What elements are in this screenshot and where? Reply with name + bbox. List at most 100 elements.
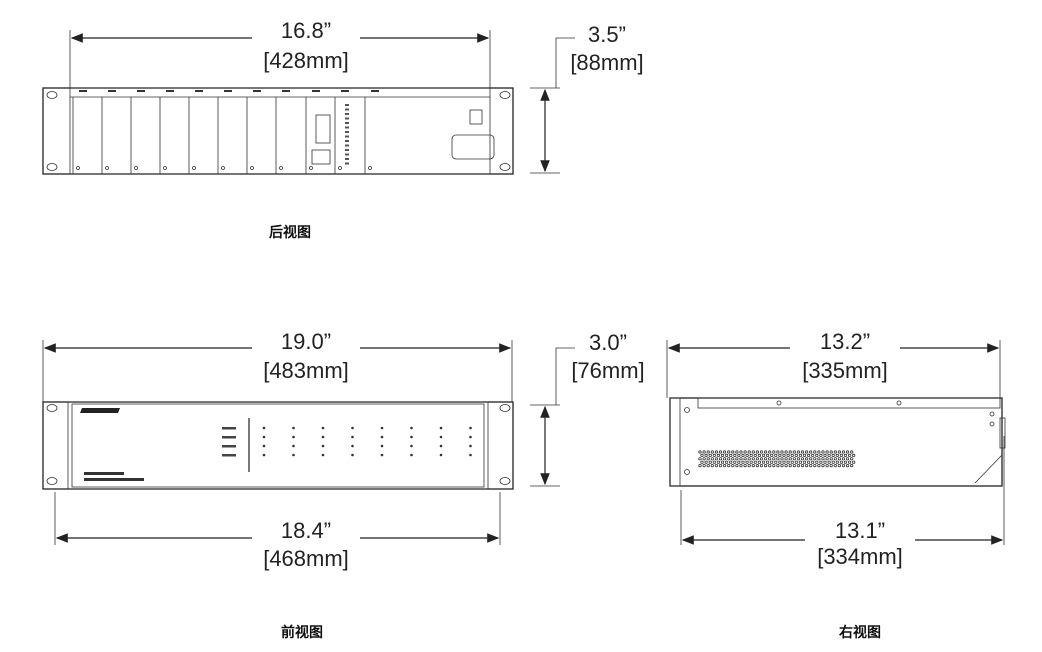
vent-hole: [772, 463, 776, 468]
vent-hole: [788, 457, 792, 461]
vent-hole: [790, 460, 794, 464]
vent-hole: [831, 460, 835, 464]
vent-hole: [809, 457, 813, 461]
vent-hole: [796, 457, 801, 461]
vent-hole: [731, 450, 735, 454]
led-indicator: [262, 453, 266, 457]
vent-hole: [733, 460, 737, 464]
led-indicator: [351, 453, 354, 457]
rear-view: 16.8” [428mm] 3.5” [88mm]: [42, 18, 644, 175]
vent-hole: [776, 450, 780, 454]
vent-hole: [731, 457, 735, 461]
vent-hole: [710, 457, 714, 461]
vent-hole: [765, 453, 770, 457]
vent-hole: [724, 453, 729, 457]
vent-hole: [737, 460, 741, 464]
vent-hole: [741, 460, 745, 464]
side-inner-depth-mm: [334mm]: [817, 544, 903, 569]
led-indicator: [380, 426, 384, 430]
vent-hole: [792, 457, 796, 461]
vent-hole: [833, 450, 837, 454]
rear-width-mm: [428mm]: [263, 48, 349, 73]
vent-hole: [722, 457, 727, 461]
vent-hole: [774, 460, 778, 464]
led-indicator: [469, 453, 472, 457]
vent-hole: [727, 457, 731, 461]
vent-hole: [809, 450, 813, 454]
vent-hole: [823, 460, 827, 464]
vent-hole: [804, 463, 809, 468]
vent-hole: [833, 457, 837, 461]
vent-hole: [714, 450, 719, 454]
vent-hole: [790, 453, 794, 457]
vent-hole: [712, 453, 716, 457]
vent-hole: [768, 450, 772, 454]
vent-hole: [831, 453, 835, 457]
vent-hole: [706, 450, 710, 454]
vent-hole: [774, 453, 778, 457]
vent-hole: [765, 460, 770, 464]
vent-hole: [841, 463, 846, 468]
led-indicator: [469, 426, 472, 430]
led-indicator: [292, 426, 295, 430]
led-indicator: [469, 435, 472, 439]
vent-hole: [845, 457, 850, 461]
vent-hole: [755, 450, 760, 454]
vent-hole: [724, 460, 729, 464]
vent-hole: [825, 457, 829, 461]
led-indicator: [321, 444, 325, 448]
led-indicator: [321, 435, 325, 439]
led-indicator: [380, 435, 384, 439]
side-inner-depth-inches: 13.1”: [835, 518, 885, 543]
vent-hole: [852, 460, 856, 464]
vent-hole: [739, 450, 743, 454]
vent-hole: [829, 463, 833, 468]
vent-hole: [763, 457, 768, 461]
vent-hole: [852, 453, 856, 457]
vent-hole: [847, 460, 852, 464]
vent-hole: [806, 453, 811, 457]
vent-hole: [720, 460, 725, 464]
vent-hole: [819, 453, 823, 457]
vent-hole: [835, 460, 839, 464]
vent-hole: [735, 457, 739, 461]
led-indicator: [292, 444, 295, 448]
slot-label: [195, 90, 203, 92]
vent-hole: [718, 450, 723, 454]
vent-hole: [751, 457, 755, 461]
led-indicator: [410, 426, 413, 430]
led-indicator: [321, 426, 325, 430]
vent-hole: [782, 453, 786, 457]
vent-hole: [817, 457, 821, 461]
vent-hole: [755, 457, 760, 461]
front-inner-width-mm: [468mm]: [263, 546, 349, 571]
rear-height-inches: 3.5”: [588, 22, 626, 47]
vent-hole: [837, 450, 842, 454]
vent-hole: [770, 460, 774, 464]
vent-hole: [792, 450, 796, 454]
vent-hole: [733, 453, 737, 457]
front-inner-width-inches: 18.4”: [281, 518, 331, 543]
vent-hole: [784, 457, 788, 461]
led-indicator: [321, 453, 325, 457]
vent-hole: [815, 460, 819, 464]
led-indicator: [439, 453, 443, 457]
led-indicator: [439, 426, 443, 430]
vent-hole: [743, 450, 747, 454]
vent-hole: [710, 450, 714, 454]
vent-hole: [850, 463, 854, 468]
slot-label: [79, 90, 87, 92]
vent-hole: [747, 450, 751, 454]
vent-hole: [755, 463, 760, 468]
rear-view-caption: 后视图: [269, 224, 311, 241]
vent-hole: [749, 460, 753, 464]
vent-hole: [712, 460, 716, 464]
vent-hole: [813, 457, 817, 461]
vent-hole: [833, 463, 837, 468]
brand-logo: [80, 408, 120, 413]
vent-hole: [747, 463, 751, 468]
vent-hole: [835, 453, 839, 457]
side-view-caption: 右视图: [838, 624, 881, 641]
vent-hole: [757, 453, 762, 457]
vent-hole: [800, 463, 805, 468]
